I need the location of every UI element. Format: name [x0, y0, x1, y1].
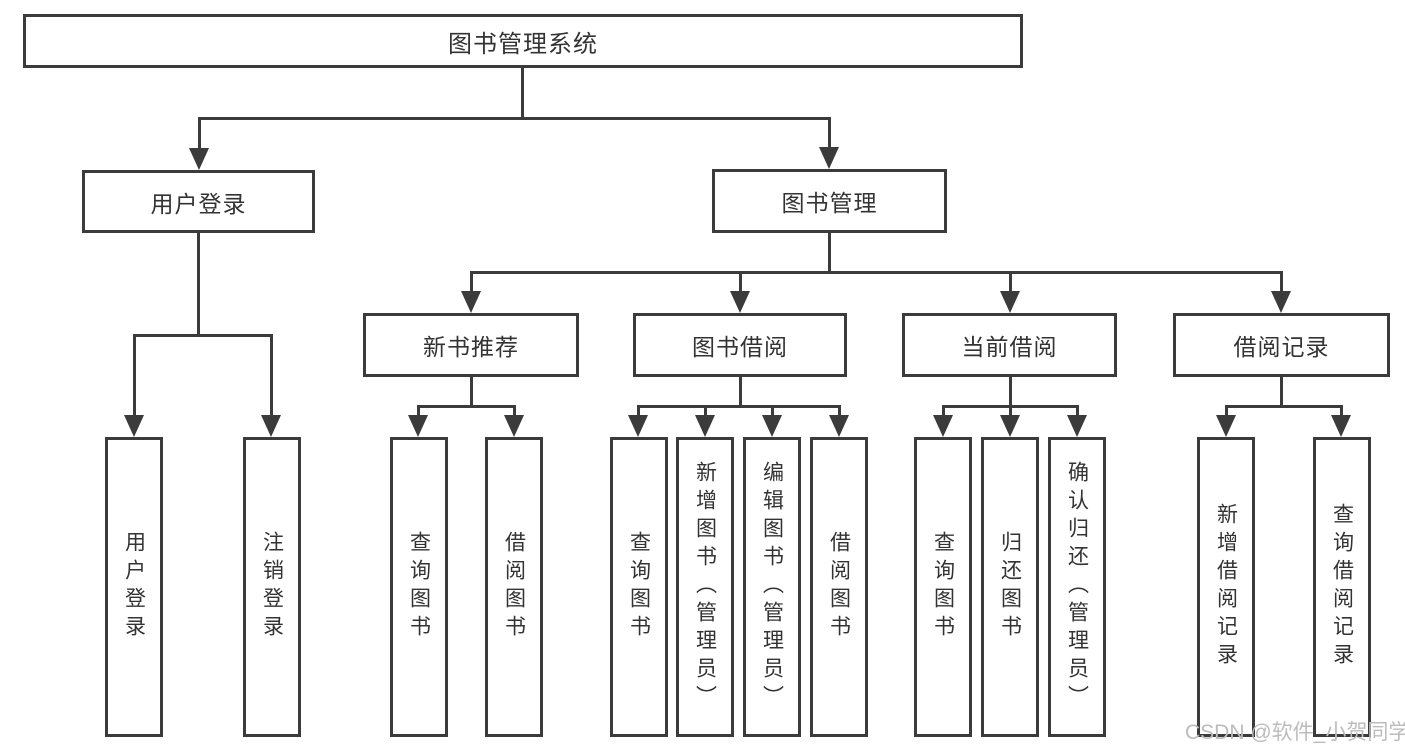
connector-line [771, 405, 774, 417]
connector-line [828, 233, 831, 273]
arrow-down-icon [819, 147, 839, 169]
arrow-down-icon [261, 415, 281, 437]
arrow-down-icon [1067, 415, 1087, 437]
connector-line [470, 271, 1282, 274]
leaf-confirm-return-admin: 确认归还（管理员） [1048, 437, 1106, 737]
leaf-query-borrow-record: 查询借阅记录 [1313, 437, 1371, 737]
leaf-label: 新增图书（管理员） [693, 461, 717, 713]
connector-line [1225, 405, 1228, 417]
connector-line [1009, 271, 1012, 293]
node-current-borrowing: 当前借阅 [902, 313, 1117, 377]
arrow-down-icon [933, 415, 953, 437]
arrow-down-icon [408, 415, 428, 437]
arrow-down-icon [1331, 415, 1351, 437]
node-label: 当前借阅 [961, 334, 1058, 360]
arrow-down-icon [695, 415, 715, 437]
leaf-logout: 注销登录 [243, 437, 301, 737]
leaf-label: 注销登录 [260, 531, 284, 643]
arrow-down-icon [504, 415, 524, 437]
leaf-label: 借阅图书 [827, 531, 851, 643]
leaf-label: 编辑图书（管理员） [760, 461, 784, 713]
node-new-book-recommendation: 新书推荐 [363, 313, 579, 377]
arrow-down-icon [1216, 415, 1236, 437]
connector-line [838, 405, 841, 417]
arrow-down-icon [829, 415, 849, 437]
arrow-down-icon [1000, 291, 1020, 313]
connector-line [1280, 271, 1283, 293]
arrow-down-icon [189, 148, 209, 170]
connector-line [417, 405, 516, 408]
node-label: 图书借阅 [692, 334, 788, 360]
connector-line [198, 117, 201, 150]
arrow-down-icon [124, 415, 144, 437]
node-label: 用户登录 [150, 190, 247, 217]
connector-line [1009, 405, 1012, 417]
node-user-login: 用户登录 [82, 170, 315, 233]
connector-line [1225, 405, 1343, 408]
leaf-label: 查询图书 [407, 531, 431, 643]
node-label: 借阅记录 [1233, 334, 1330, 360]
leaf-label: 用户登录 [122, 531, 146, 643]
node-label: 图书管理系统 [448, 30, 598, 58]
leaf-label: 查询图书 [931, 531, 955, 643]
connector-line [637, 405, 841, 408]
node-library-management-system: 图书管理系统 [23, 14, 1023, 68]
arrow-down-icon [1000, 415, 1020, 437]
leaf-label: 查询借阅记录 [1330, 503, 1354, 671]
connector-line [1340, 405, 1343, 417]
connector-line [197, 233, 200, 337]
arrow-down-icon [1271, 291, 1291, 313]
leaf-label: 确认归还（管理员） [1065, 461, 1089, 713]
arrow-down-icon [762, 415, 782, 437]
connector-line [521, 68, 524, 118]
arrow-down-icon [730, 291, 750, 313]
leaf-query-books-recommend: 查询图书 [390, 437, 448, 737]
connector-line [133, 334, 273, 337]
connector-line [470, 271, 473, 293]
leaf-borrow-books-recommend: 借阅图书 [485, 437, 543, 737]
connector-line [417, 405, 420, 417]
connector-line [470, 377, 473, 408]
connector-line [1009, 377, 1012, 408]
connector-line [942, 405, 945, 417]
leaf-return-books: 归还图书 [981, 437, 1039, 737]
leaf-query-books-borrowing: 查询图书 [610, 437, 668, 737]
leaf-add-borrow-record: 新增借阅记录 [1197, 437, 1255, 737]
leaf-label: 归还图书 [998, 531, 1022, 643]
connector-line [739, 377, 742, 408]
connector-line [513, 405, 516, 417]
leaf-add-books-admin: 新增图书（管理员） [676, 437, 734, 737]
csdn-watermark: CSDN @软件_小贺同学 [1185, 721, 1405, 744]
connector-line [637, 405, 640, 417]
connector-line [133, 334, 136, 417]
arrow-down-icon [628, 415, 648, 437]
connector-line [1076, 405, 1079, 417]
connector-line [739, 271, 742, 293]
arrow-down-icon [461, 291, 481, 313]
node-label: 图书管理 [781, 190, 878, 216]
node-borrowing-records: 借阅记录 [1173, 313, 1390, 377]
node-book-borrowing: 图书借阅 [633, 313, 847, 377]
connector-line [828, 117, 831, 149]
connector-line [270, 334, 273, 417]
leaf-label: 借阅图书 [502, 531, 526, 643]
leaf-edit-books-admin: 编辑图书（管理员） [743, 437, 801, 737]
connector-line [704, 405, 707, 417]
leaf-label: 查询图书 [627, 531, 651, 643]
node-label: 新书推荐 [423, 334, 519, 360]
leaf-label: 新增借阅记录 [1214, 503, 1238, 671]
leaf-query-books-current: 查询图书 [914, 437, 972, 737]
leaf-borrow-books-borrowing: 借阅图书 [810, 437, 868, 737]
connector-line [1280, 377, 1283, 408]
leaf-user-login: 用户登录 [105, 437, 163, 737]
node-book-management: 图书管理 [712, 169, 947, 233]
connector-line [198, 117, 831, 120]
